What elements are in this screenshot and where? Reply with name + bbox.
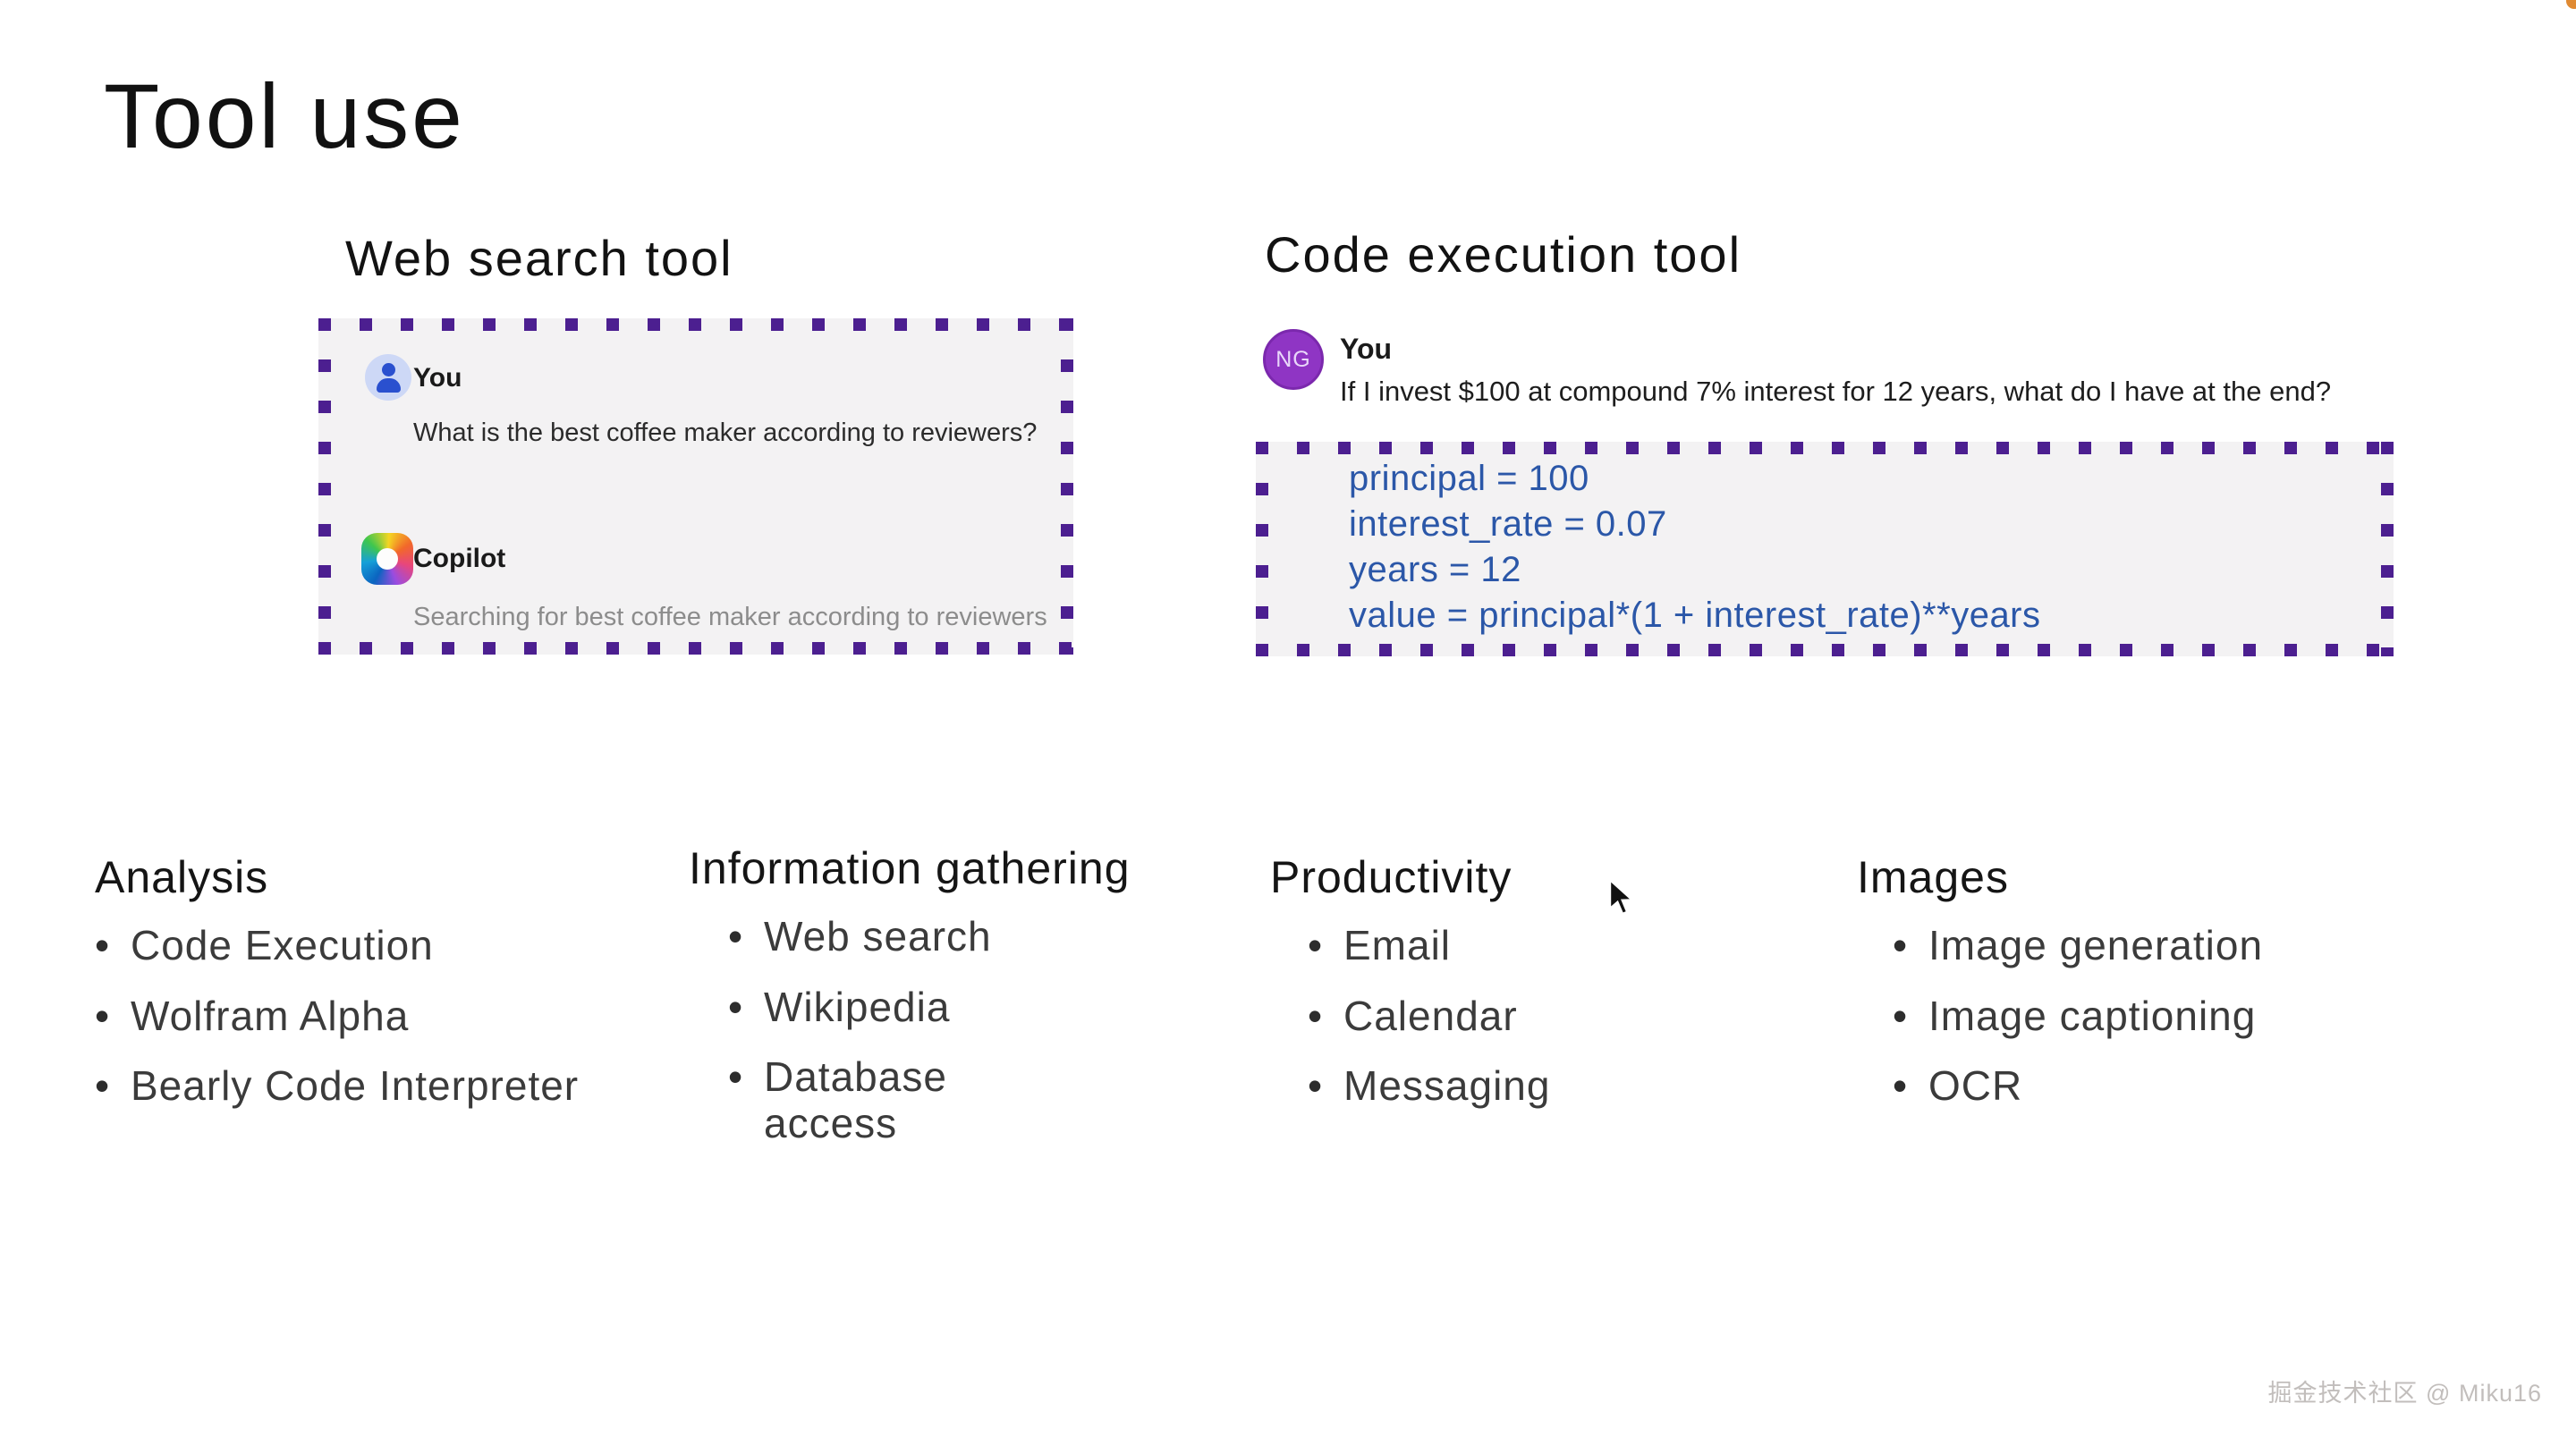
category-title: Productivity [1270, 852, 1513, 902]
category-analysis: Analysis Code Execution Wolfram Alpha Be… [95, 851, 579, 1134]
list-item: Calendar [1308, 993, 1550, 1040]
code-user-message: If I invest $100 at compound 7% interest… [1340, 376, 2332, 407]
list-item: Web search [728, 913, 1028, 960]
copilot-logo-icon [361, 533, 413, 585]
list-item: Image generation [1893, 922, 2263, 969]
list-item: Messaging [1308, 1063, 1550, 1110]
code-line: value = principal*(1 + interest_rate)**y… [1349, 596, 2041, 635]
person-icon [382, 363, 395, 376]
category-title: Analysis [95, 852, 269, 902]
list-item: Bearly Code Interpreter [95, 1063, 579, 1110]
list-item: Email [1308, 922, 1550, 969]
code-snippet-panel: principal = 100 interest_rate = 0.07 yea… [1256, 442, 2394, 656]
code-line: principal = 100 [1349, 459, 1589, 498]
code-line: interest_rate = 0.07 [1349, 504, 1667, 544]
web-bot-status: Searching for best coffee maker accordin… [413, 603, 1047, 631]
watermark: 掘金技术社区 @ Miku16 [2267, 1380, 2542, 1407]
list-item: Database access [728, 1053, 1028, 1146]
web-bot-name: Copilot [413, 544, 506, 573]
list-item: Code Execution [95, 922, 579, 969]
code-execution-heading: Code execution tool [1265, 226, 1742, 283]
category-productivity: Productivity Email Calendar Messaging [1270, 851, 1550, 1134]
page-title: Tool use [104, 65, 465, 167]
code-user-name: You [1340, 333, 1393, 365]
category-information-gathering: Information gathering Web search Wikiped… [689, 842, 1131, 1171]
web-search-heading: Web search tool [345, 230, 733, 286]
list-item: Wolfram Alpha [95, 993, 579, 1040]
code-line: years = 12 [1349, 550, 1521, 589]
user-avatar-icon [365, 354, 411, 401]
corner-dot [2566, 0, 2576, 9]
web-user-message: What is the best coffee maker according … [413, 418, 1038, 447]
list-item: OCR [1893, 1063, 2263, 1110]
web-search-chat-panel: You What is the best coffee maker accord… [318, 318, 1073, 655]
category-title: Information gathering [689, 843, 1131, 893]
mouse-cursor-icon [1608, 878, 1635, 916]
list-item: Image captioning [1893, 993, 2263, 1040]
category-images: Images Image generation Image captioning… [1857, 851, 2263, 1134]
web-user-name: You [413, 363, 462, 393]
list-item: Wikipedia [728, 984, 1028, 1031]
ng-avatar: NG [1263, 329, 1324, 390]
code-block: principal = 100 interest_rate = 0.07 yea… [1349, 456, 2041, 638]
category-title: Images [1857, 852, 2009, 902]
